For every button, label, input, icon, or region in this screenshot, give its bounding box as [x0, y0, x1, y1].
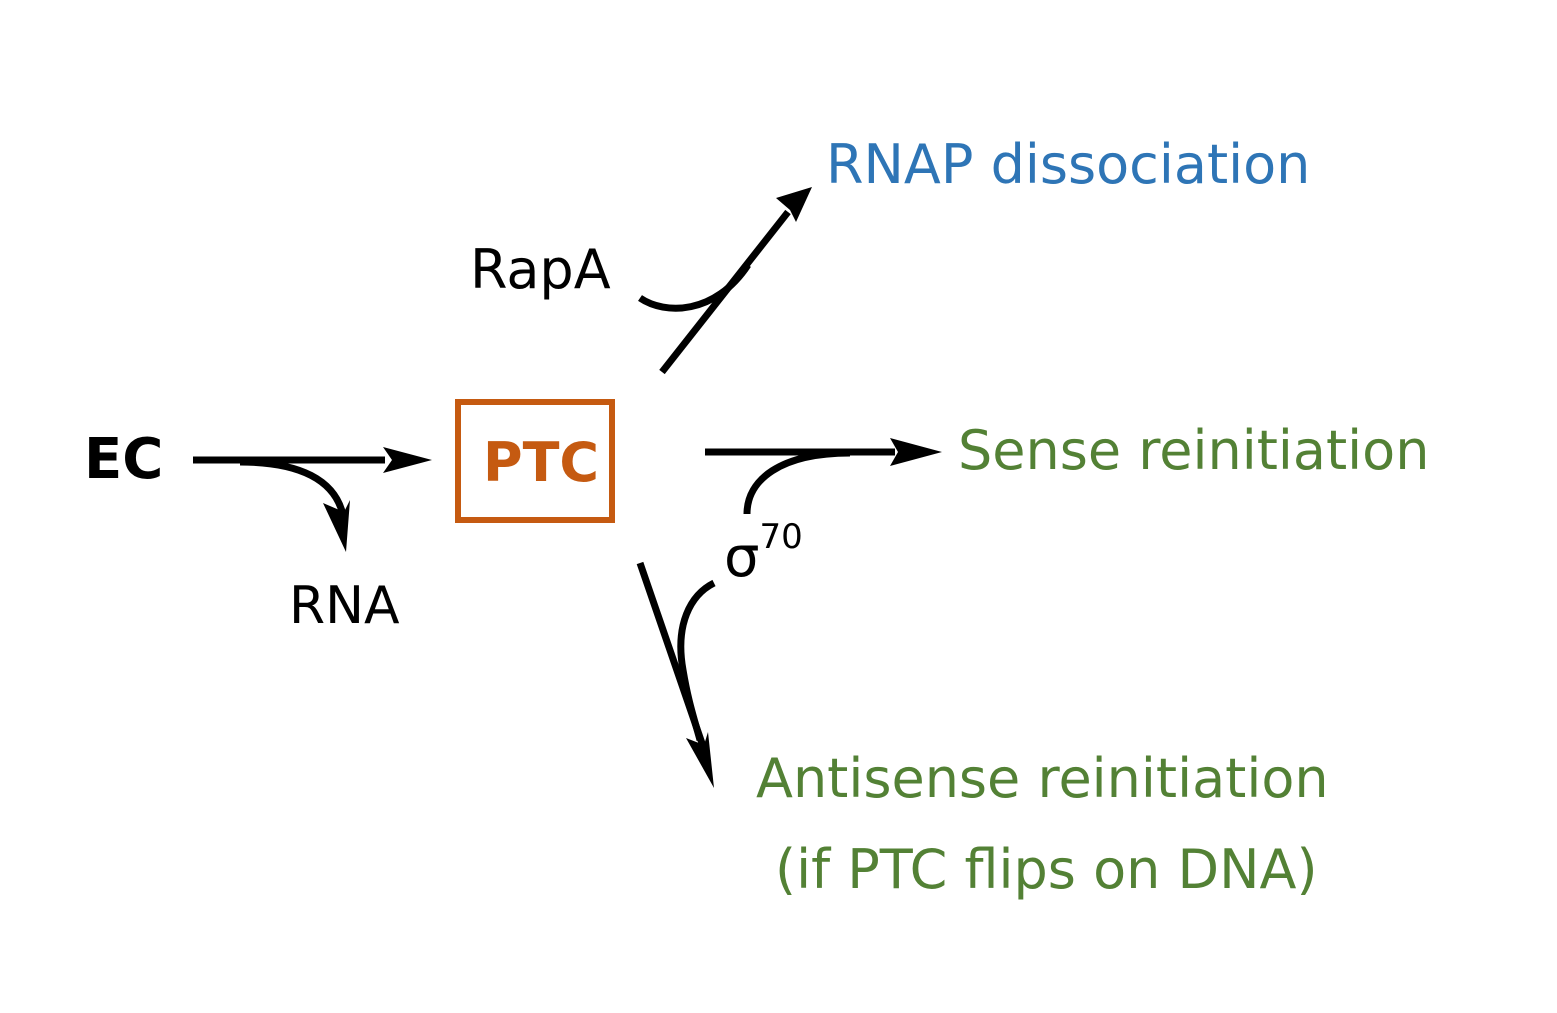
label-sigma70: σ70	[724, 520, 803, 586]
node-ec: EC	[84, 427, 164, 492]
outcome-sense-reinitiation: Sense reinitiation	[958, 419, 1430, 482]
rapa-curve	[638, 263, 751, 312]
sigma-curve-antisense	[677, 579, 716, 741]
arrow-ptc-to-sense	[705, 438, 942, 466]
outcome-rnap-dissociation: RNAP dissociation	[826, 133, 1311, 196]
node-ptc: PTC	[483, 431, 600, 494]
label-rapa: RapA	[470, 238, 611, 301]
ptc-box	[455, 399, 615, 523]
arrow-ptc-to-antisense	[636, 561, 714, 788]
outcome-antisense-reinitiation: Antisense reinitiation	[756, 747, 1329, 810]
arrow-ec-to-ptc	[193, 447, 432, 473]
sigma-superscript: 70	[759, 517, 803, 557]
outcome-antisense-condition: (if PTC flips on DNA)	[775, 838, 1318, 901]
sigma-curve-sense	[743, 449, 851, 515]
node-rna: RNA	[289, 576, 400, 636]
sigma-symbol: σ	[724, 525, 760, 590]
arrow-rna-branch	[239, 458, 350, 552]
